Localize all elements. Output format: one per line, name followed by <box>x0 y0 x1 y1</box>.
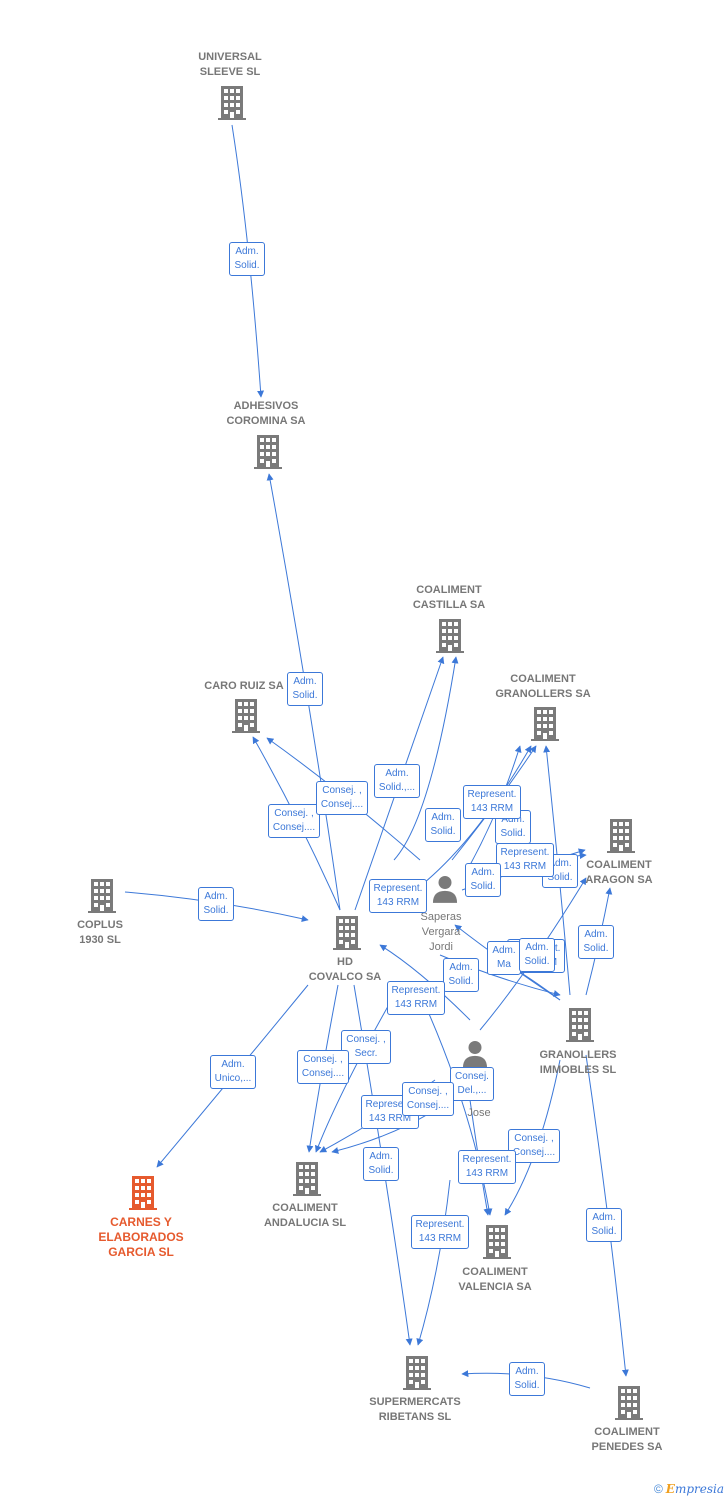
building-icon-valencia[interactable] <box>483 1225 511 1259</box>
edge-label-2[interactable]: Adm. Solid.,... <box>373 764 421 798</box>
node-label-andalucia[interactable]: COALIMENT ANDALUCIA SL <box>263 1202 347 1229</box>
edge-label-27[interactable]: Represent. 143 RRM <box>457 1150 517 1184</box>
edge-label-16[interactable]: Adm. Ma <box>487 941 521 975</box>
edge-label-0[interactable]: Adm. Solid. <box>229 242 265 276</box>
node-label-coplus[interactable]: COPLUS 1930 SL <box>77 919 123 946</box>
brand-name: mpresia <box>674 1482 724 1496</box>
edge-label-8[interactable]: Represent. 143 RRM <box>462 785 522 819</box>
edge-15 <box>379 944 471 1021</box>
edge-label-22[interactable]: Consej. Del.,... <box>450 1067 494 1101</box>
node-label-caroruiz[interactable]: CARO RUIZ SA <box>204 680 284 692</box>
building-icon-caroruiz[interactable] <box>232 699 260 733</box>
brand-initial: E <box>665 1482 675 1496</box>
edge-label-12[interactable]: Adm. Solid. <box>578 925 614 959</box>
edge-label-13[interactable]: Adm. Solid. <box>198 887 234 921</box>
edge-label-11[interactable]: Adm. Solid. <box>465 863 501 897</box>
node-label-universal[interactable]: UNIVERSAL SLEEVE SL <box>198 51 262 78</box>
building-icon-immobles[interactable] <box>566 1008 594 1042</box>
building-icon-hdcovalco[interactable] <box>333 916 361 950</box>
building-icon-andalucia[interactable] <box>293 1162 321 1196</box>
building-icon-aragon[interactable] <box>607 819 635 853</box>
edge-label-3[interactable]: Consej. , Consej.... <box>267 804 321 838</box>
edge-label-4[interactable]: Consej. , Consej.... <box>315 781 369 815</box>
building-icon-castilla[interactable] <box>436 619 464 653</box>
node-label-granollers[interactable]: COALIMENT GRANOLLERS SA <box>495 673 591 700</box>
edge-label-9[interactable]: Adm. Solid. <box>542 854 578 888</box>
copyright-symbol: © <box>653 1482 663 1496</box>
node-label-saperas[interactable]: Saperas Vergara Jordi <box>420 911 462 953</box>
edge-label-19[interactable]: Adm. Unico,... <box>209 1055 257 1089</box>
person-icon-jose[interactable] <box>462 1041 488 1068</box>
building-icon-granollers[interactable] <box>531 707 559 741</box>
node-label-valencia[interactable]: COALIMENT VALENCIA SA <box>458 1266 532 1293</box>
edge-label-29[interactable]: Adm. Solid. <box>586 1208 622 1242</box>
edge-28 <box>416 1179 451 1346</box>
edge-label-24[interactable]: Consej. , Consej.... <box>401 1082 455 1116</box>
edge-label-25[interactable]: Consej. , Consej.... <box>507 1129 561 1163</box>
node-label-castilla[interactable]: COALIMENT CASTILLA SA <box>412 584 486 611</box>
building-icon-adhesivos[interactable] <box>254 435 282 469</box>
building-icon-coplus[interactable] <box>88 879 116 913</box>
node-label-hdcovalco[interactable]: HD COVALCO SA <box>308 956 382 983</box>
edge-label-30[interactable]: Adm. Solid. <box>509 1362 545 1396</box>
node-label-penedes[interactable]: COALIMENT PENEDES SA <box>591 1426 663 1453</box>
edge-label-21[interactable]: Consej. , Consej.... <box>296 1050 350 1084</box>
node-label-ribetans[interactable]: SUPERMERCATS RIBETANS SL <box>369 1396 461 1423</box>
edge-5 <box>393 656 459 861</box>
edge-label-28[interactable]: Represent. 143 RRM <box>410 1215 470 1249</box>
building-icon-universal[interactable] <box>218 86 246 120</box>
edge-label-18[interactable]: Adm. Solid. <box>519 938 555 972</box>
edge-label-6[interactable]: Represent. 143 RRM <box>368 879 428 913</box>
building-icon-penedes[interactable] <box>615 1386 643 1420</box>
person-icon-saperas[interactable] <box>432 876 458 903</box>
edge-label-26[interactable]: Adm. Solid. <box>363 1147 399 1181</box>
edge-label-15[interactable]: Adm. Solid. <box>443 958 479 992</box>
building-icon-carnes[interactable] <box>129 1176 157 1210</box>
empresia-logo[interactable]: ©Empresia <box>654 1482 724 1496</box>
node-label-immobles[interactable]: GRANOLLERS IMMOBLES SL <box>539 1049 617 1076</box>
node-label-adhesivos[interactable]: ADHESIVOS COROMINA SA <box>226 400 306 427</box>
edge-label-10[interactable]: Represent. 143 RRM <box>495 843 555 877</box>
edge-label-5[interactable]: Adm. Solid. <box>425 808 461 842</box>
node-label-jose[interactable]: Jose <box>467 1107 491 1119</box>
edges-layer <box>124 124 629 1389</box>
building-icon-ribetans[interactable] <box>403 1356 431 1390</box>
edge-label-1[interactable]: Adm. Solid. <box>287 672 323 706</box>
node-label-carnes[interactable]: CARNES Y ELABORADOS GARCIA SL <box>98 1215 184 1259</box>
edge-label-20[interactable]: Consej. , Secr. <box>341 1030 391 1064</box>
edge-label-17[interactable]: Represent. 143 RRM <box>386 981 446 1015</box>
node-label-aragon[interactable]: COALIMENT ARAGON SA <box>585 859 653 886</box>
